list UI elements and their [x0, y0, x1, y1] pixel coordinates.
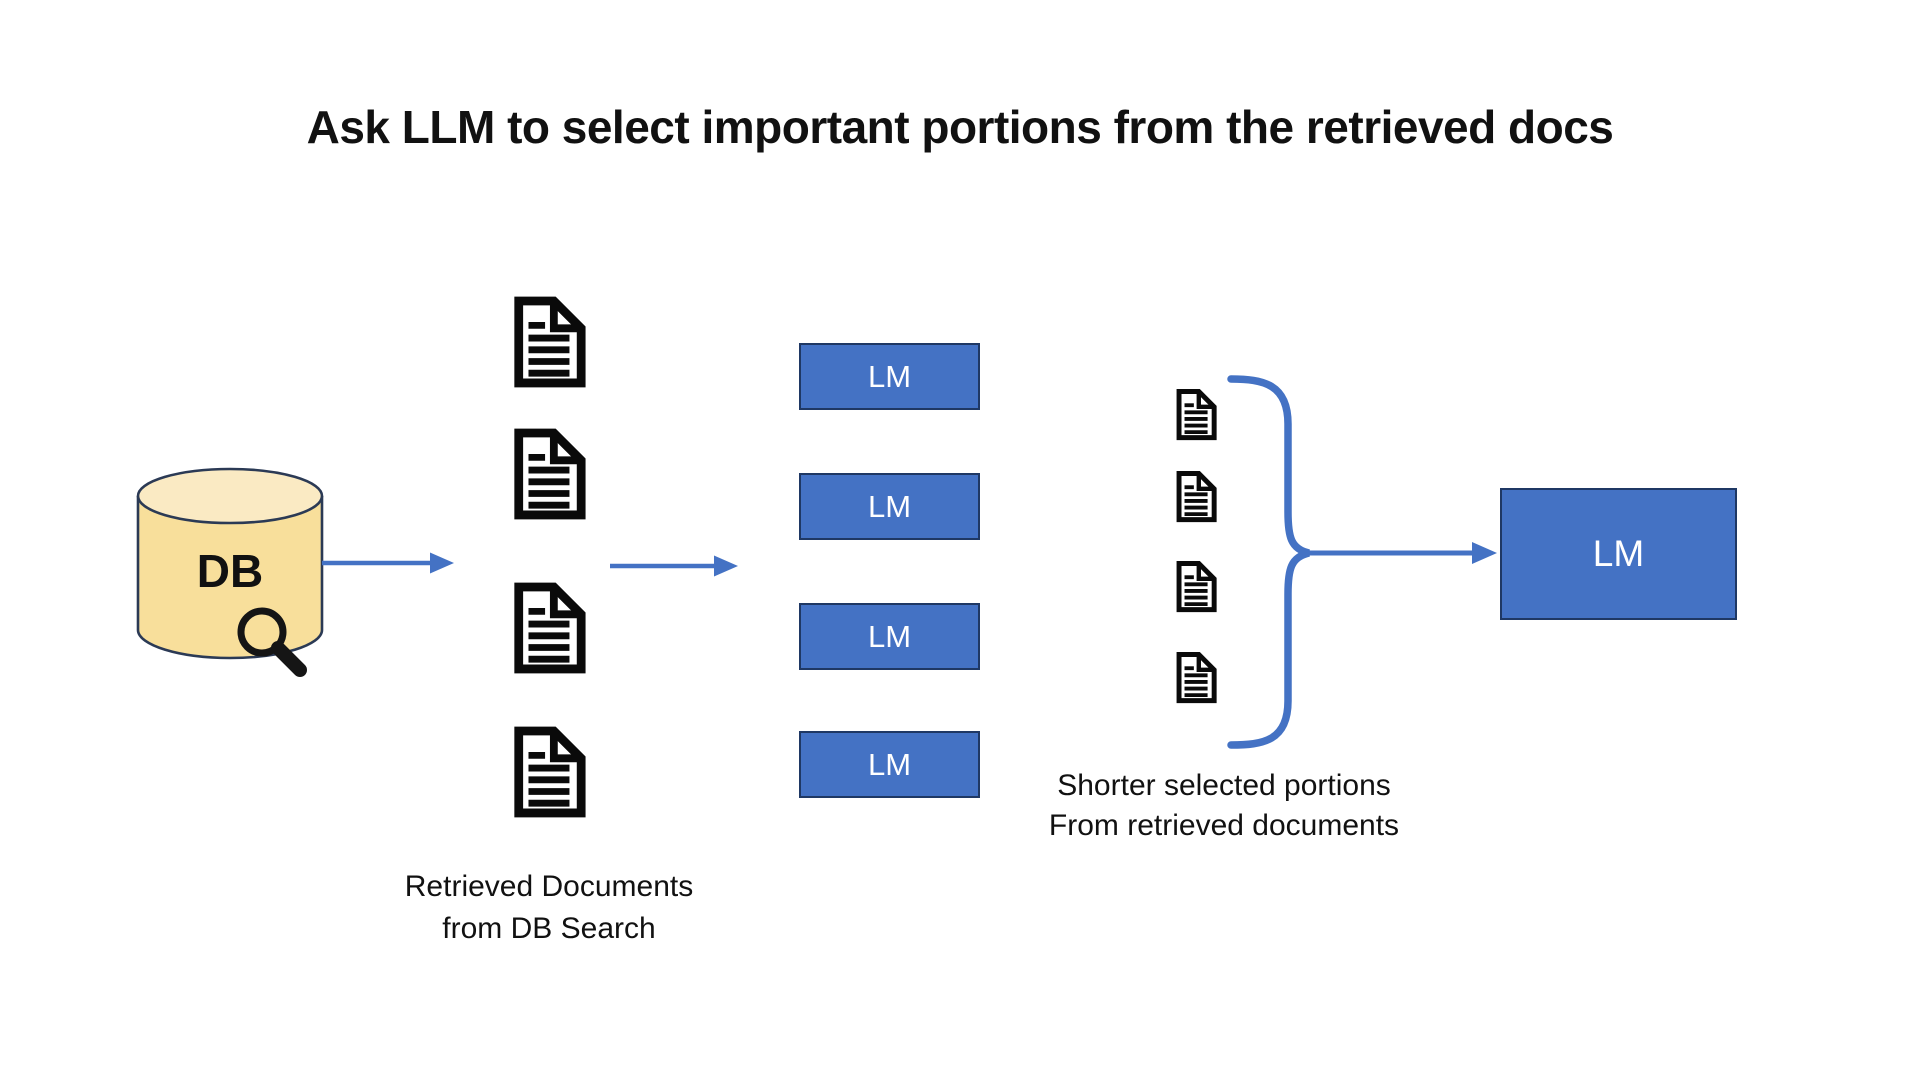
arrow-db-to-docs: [322, 552, 454, 574]
arrow-docs-to-lm: [610, 555, 738, 577]
database-shape: DB: [134, 466, 326, 677]
selected-portions-caption-line1: Shorter selected portions: [1057, 769, 1391, 802]
selected-portions-caption-line2: From retrieved documents: [1048, 809, 1400, 842]
selected-portions-caption: Shorter selected portions From retrieved…: [999, 766, 1449, 846]
retrieved-docs-caption-line1: Retrieved Documents: [404, 870, 694, 903]
selected-portion-document-icon: [1173, 648, 1218, 706]
magnifier-icon: [237, 607, 307, 677]
retrieved-document-icon: [508, 722, 588, 820]
retrieved-docs-caption: Retrieved Documents from DB Search: [324, 866, 774, 950]
brace-icon: [1227, 375, 1311, 749]
lm-box-1: LM: [799, 343, 980, 410]
lm-box-3: LM: [799, 603, 980, 670]
retrieved-docs-caption-line2: from DB Search: [442, 912, 656, 945]
retrieved-document-icon: [508, 292, 588, 390]
selected-portion-document-icon: [1173, 467, 1218, 525]
selected-portion-document-icon: [1173, 557, 1218, 615]
final-lm-box: LM: [1500, 488, 1737, 620]
lm-box-4: LM: [799, 731, 980, 798]
diagram-title: Ask LLM to select important portions fro…: [306, 101, 1614, 153]
lm-box-2: LM: [799, 473, 980, 540]
retrieved-document-icon: [508, 424, 588, 522]
retrieved-document-icon: [508, 578, 588, 676]
database-label: DB: [196, 545, 264, 597]
selected-portion-document-icon: [1173, 385, 1218, 443]
arrow-brace-to-final-lm: [1309, 542, 1497, 564]
